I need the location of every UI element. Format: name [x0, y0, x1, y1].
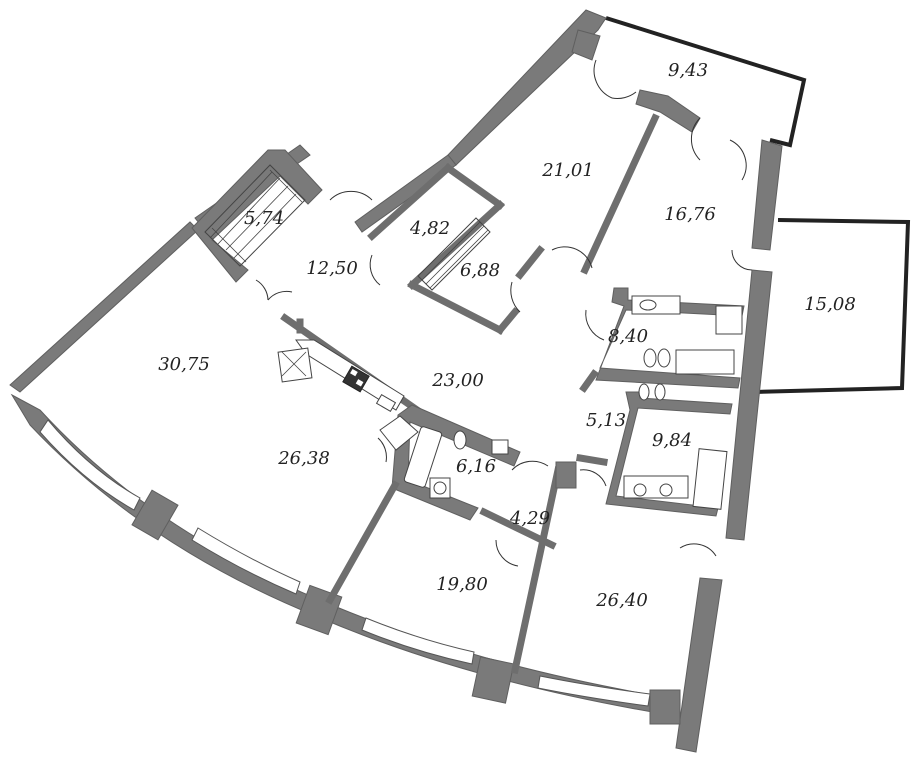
- area-label-bath-right: 9,84: [652, 430, 692, 451]
- area-label-living-large: 30,75: [158, 354, 210, 375]
- exterior-wall-right-mid: [725, 269, 773, 541]
- wall-balcony-left: [571, 29, 601, 61]
- wall-storage-door: [515, 245, 545, 280]
- terrace-outline: [753, 218, 911, 394]
- door-kitchen: [377, 437, 387, 463]
- wall-balcony-mid: [635, 89, 701, 133]
- bath-center-fixtures: [403, 426, 509, 499]
- area-label-storage-hatched: 6,88: [460, 260, 500, 281]
- pier-4: [649, 689, 681, 725]
- area-label-balcony-top: 9,43: [668, 60, 708, 81]
- door-hall-top: [329, 190, 373, 201]
- balcony-outline: [605, 16, 807, 148]
- wall-bedroom-divider-left: [325, 480, 400, 605]
- area-label-bedroom-bottom-right: 26,40: [595, 590, 648, 611]
- wall-corridor-lower: [575, 453, 609, 467]
- window-4: [537, 675, 651, 707]
- door-closet: [369, 254, 381, 286]
- area-label-bath-center: 6,16: [456, 456, 496, 477]
- area-label-hall-central: 23,00: [431, 370, 484, 391]
- wall-closet-left: [367, 163, 453, 241]
- area-label-bath-upper-right: 8,40: [608, 326, 648, 347]
- door-wardrobe-2: [267, 290, 293, 301]
- exterior-wall-bottom-curve: [10, 393, 681, 717]
- wall-pier-center: [555, 461, 577, 489]
- pier-3: [471, 656, 515, 704]
- door-bath-upper: [585, 309, 605, 341]
- area-label-room-top-right: 16,76: [664, 204, 716, 225]
- door-storage: [510, 281, 521, 313]
- door-balcony-2: [611, 91, 637, 99]
- area-label-closet-lower: 4,29: [509, 508, 550, 529]
- area-label-terrace-right: 15,08: [804, 294, 856, 315]
- door-balcony-3: [690, 117, 701, 161]
- pier-1: [131, 489, 179, 541]
- kitchen-counter: [277, 339, 419, 451]
- bath-center-walls: [391, 404, 521, 521]
- wall-top-segment: [354, 154, 457, 233]
- door-room-top-right: [551, 246, 593, 269]
- window-1: [39, 419, 141, 511]
- window-3: [361, 617, 475, 665]
- wall-corridor-stub: [579, 369, 599, 393]
- door-closet-lower: [511, 460, 549, 471]
- area-label-bedroom-bottom-center: 19,80: [436, 574, 488, 595]
- wall-storage-end: [495, 307, 520, 335]
- area-label-room-top-center: 21,01: [541, 160, 594, 181]
- wall-storage-bottom: [407, 280, 505, 335]
- wardrobe-walls: [191, 149, 323, 283]
- door-terrace: [731, 249, 753, 271]
- bath-upper-right-fixtures: [631, 295, 743, 375]
- door-bath-right: [579, 469, 607, 487]
- wall-closet-top: [443, 163, 505, 210]
- door-wardrobe-1: [255, 279, 269, 301]
- storage-hatch: [417, 217, 491, 291]
- door-bedroom-center: [495, 539, 519, 567]
- wall-bedroom-divider-right: [510, 465, 563, 675]
- bath-upper-right-walls: [595, 287, 745, 389]
- area-label-closet-small: 4,82: [409, 218, 450, 239]
- window-2: [191, 527, 301, 595]
- door-bedroom-right: [679, 543, 717, 557]
- door-balcony-4: [729, 139, 747, 181]
- door-balcony-1: [593, 59, 613, 99]
- exterior-wall-right: [751, 139, 783, 251]
- exterior-wall-right-lower: [675, 577, 723, 753]
- wardrobe-hatch: [204, 164, 306, 267]
- wall-interior-diag: [580, 113, 660, 275]
- area-label-room-left-lower: 26,38: [277, 448, 330, 469]
- area-label-wardrobe-left: 5,74: [244, 208, 284, 229]
- bath-right-fixtures: [623, 383, 728, 510]
- wall-closet-right: [407, 200, 505, 290]
- area-label-hall-upper: 12,50: [306, 258, 358, 279]
- area-label-corridor-right: 5,13: [586, 410, 626, 431]
